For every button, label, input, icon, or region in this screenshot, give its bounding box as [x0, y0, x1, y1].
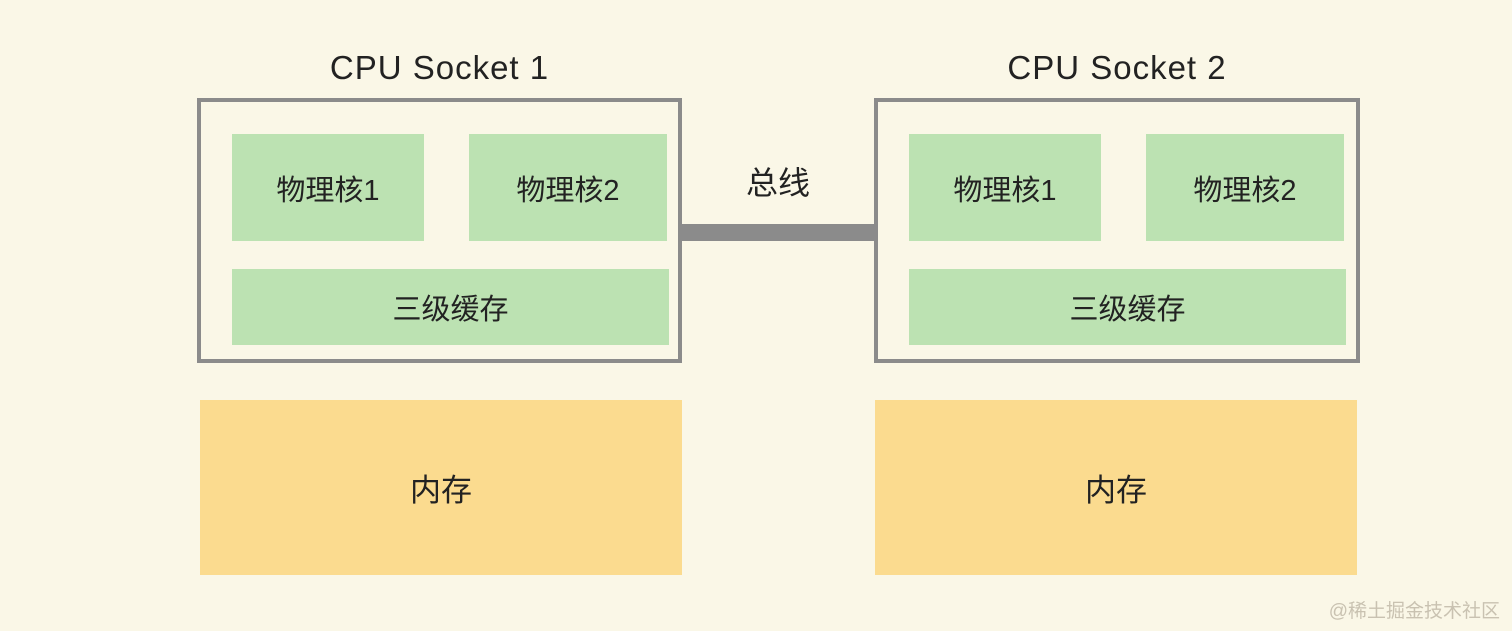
watermark-text: @稀土掘金技术社区: [1328, 601, 1500, 622]
socket-1-core-2-block: 物理核2: [469, 134, 667, 241]
socket-1-l3-cache-block: 三级缓存: [232, 269, 669, 345]
socket-2-l3-cache-block: 三级缓存: [909, 269, 1346, 345]
socket-1-core-1-block: 物理核1: [232, 134, 424, 241]
socket-2-core-2-block: 物理核2: [1146, 134, 1344, 241]
socket-1-title: CPU Socket 1: [329, 49, 550, 86]
bus-label: 总线: [745, 165, 810, 201]
socket-2-title: CPU Socket 2: [1007, 49, 1227, 86]
socket-1-box: 物理核1 物理核2 三级缓存: [197, 98, 682, 363]
socket-2-memory-block: 内存: [875, 400, 1357, 575]
socket-2-core-1-block: 物理核1: [909, 134, 1101, 241]
socket-1-memory-block: 内存: [200, 400, 682, 575]
bus-connector-bar: [680, 224, 876, 241]
socket-2-box: 物理核1 物理核2 三级缓存: [874, 98, 1360, 363]
